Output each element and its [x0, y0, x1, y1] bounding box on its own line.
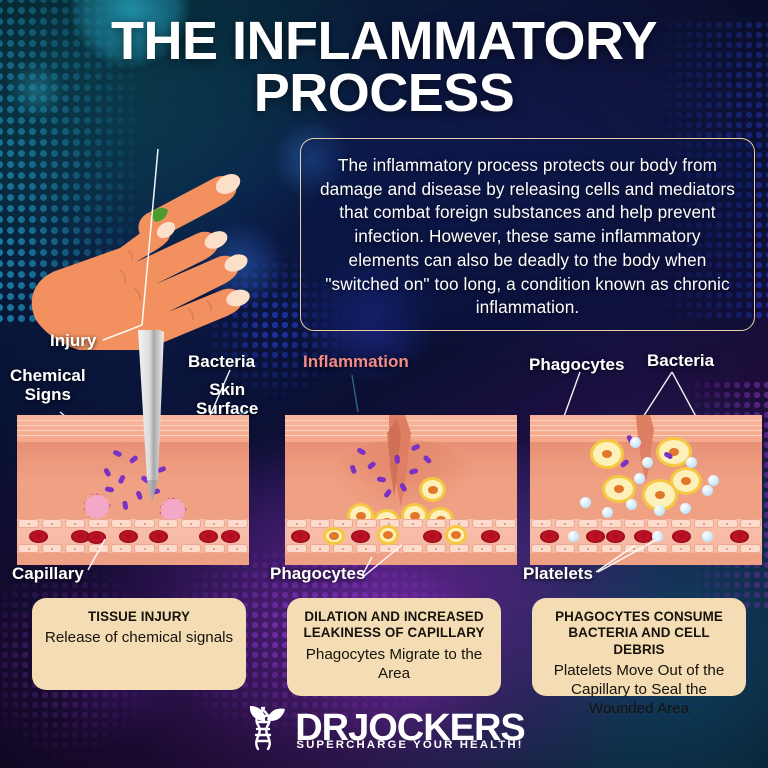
label-bacteria-left: Bacteria — [188, 352, 256, 371]
intro-text: The inflammatory process protects our bo… — [320, 155, 735, 318]
platelet — [702, 485, 713, 496]
red-blood-cell — [87, 531, 106, 544]
phagocyte-in-capillary — [323, 527, 345, 545]
label-bacteria-right: Bacteria — [647, 351, 715, 370]
page-title: THE INFLAMMATORY PROCESS — [0, 14, 768, 123]
red-blood-cell — [586, 530, 605, 543]
hand-illustration — [31, 173, 250, 350]
red-blood-cell — [730, 530, 749, 543]
red-blood-cell — [606, 530, 625, 543]
red-blood-cell — [634, 530, 653, 543]
dermis-shadow — [17, 442, 249, 484]
stratum-corneum — [17, 415, 249, 442]
leader-line-injury — [102, 148, 159, 341]
caption-heading: TISSUE INJURY — [88, 609, 190, 624]
label-phagocytes-right: Phagocytes — [529, 355, 625, 374]
label-injury: Injury — [50, 331, 97, 350]
caption-card-tissue-injury: TISSUE INJURY Release of chemical signal… — [32, 598, 246, 690]
red-blood-cell — [481, 530, 500, 543]
caption-heading: PHAGOCYTES CONSUME BACTERIA AND CELL DEB… — [555, 609, 723, 657]
caption-body: Release of chemical signals — [44, 629, 234, 647]
dna-sprout-icon — [250, 706, 286, 751]
platelet — [652, 531, 663, 542]
platelet — [602, 507, 613, 518]
red-blood-cell — [291, 530, 310, 543]
capillary-wall-top — [530, 519, 762, 528]
title-line-2: PROCESS — [253, 62, 515, 123]
platelet — [702, 531, 713, 542]
bacterium — [394, 454, 401, 464]
skin-panel-phagocytosis — [530, 415, 762, 565]
platelet — [630, 437, 641, 448]
label-inflammation: Inflammation — [303, 352, 409, 371]
caption-body: Phagocytes Migrate to the Area — [305, 645, 483, 682]
splinter-icon — [150, 207, 168, 222]
logo-tagline: SUPERCHARGE YOUR HEALTH! — [296, 739, 524, 751]
phagocyte-in-capillary — [377, 525, 399, 545]
red-blood-cell — [351, 530, 370, 543]
phagocyte — [419, 477, 446, 502]
capillary-wall-top — [17, 519, 249, 528]
needle-illustration — [138, 330, 164, 502]
platelet — [580, 497, 591, 508]
capillary-vessel — [530, 519, 762, 553]
red-blood-cell — [423, 530, 442, 543]
leader-lines-bottom — [87, 537, 661, 577]
platelet — [654, 505, 665, 516]
phagocyte-consuming — [656, 437, 692, 467]
red-blood-cell — [672, 530, 691, 543]
phagocyte-consuming — [602, 475, 636, 503]
platelet — [680, 503, 691, 514]
wound-gash — [387, 415, 411, 507]
skin-panel-inflammation — [285, 415, 517, 565]
platelet — [686, 457, 697, 468]
red-blood-cell — [199, 530, 218, 543]
label-capillary: Capillary — [12, 564, 84, 583]
phagocyte-in-capillary — [445, 525, 467, 545]
label-platelets: Platelets — [523, 564, 593, 583]
red-blood-cell — [29, 530, 48, 543]
platelet — [634, 473, 645, 484]
phagocyte-consuming — [670, 467, 702, 495]
platelet — [568, 531, 579, 542]
title-line-1: THE INFLAMMATORY — [111, 11, 657, 71]
wound-gash-healing — [636, 415, 654, 481]
platelet — [708, 475, 719, 486]
red-blood-cell — [221, 530, 240, 543]
capillary-wall-bottom — [530, 544, 762, 553]
red-blood-cell — [540, 530, 559, 543]
red-blood-cell — [71, 530, 90, 543]
caption-heading: DILATION AND INCREASED LEAKINESS OF CAPI… — [303, 609, 485, 641]
platelet — [642, 457, 653, 468]
capillary-vessel — [285, 519, 517, 553]
platelet — [626, 499, 637, 510]
brand-logo: DRJOCKERS SUPERCHARGE YOUR HEALTH! — [0, 702, 768, 754]
logo-wordmark: DRJOCKERS — [295, 707, 526, 749]
caption-card-dilation: DILATION AND INCREASED LEAKINESS OF CAPI… — [287, 598, 501, 696]
caption-card-phagocytes: PHAGOCYTES CONSUME BACTERIA AND CELL DEB… — [532, 598, 746, 717]
red-blood-cell — [119, 530, 138, 543]
red-blood-cell — [149, 530, 168, 543]
caption-body: Platelets Move Out of the Capillary to S… — [553, 662, 725, 717]
intro-description-box: The inflammatory process protects our bo… — [300, 138, 755, 331]
label-phagocytes-mid: Phagocytes — [270, 564, 366, 583]
label-chemical-signs: Chemical Signs — [10, 366, 86, 405]
phagocyte-consuming — [590, 439, 624, 469]
